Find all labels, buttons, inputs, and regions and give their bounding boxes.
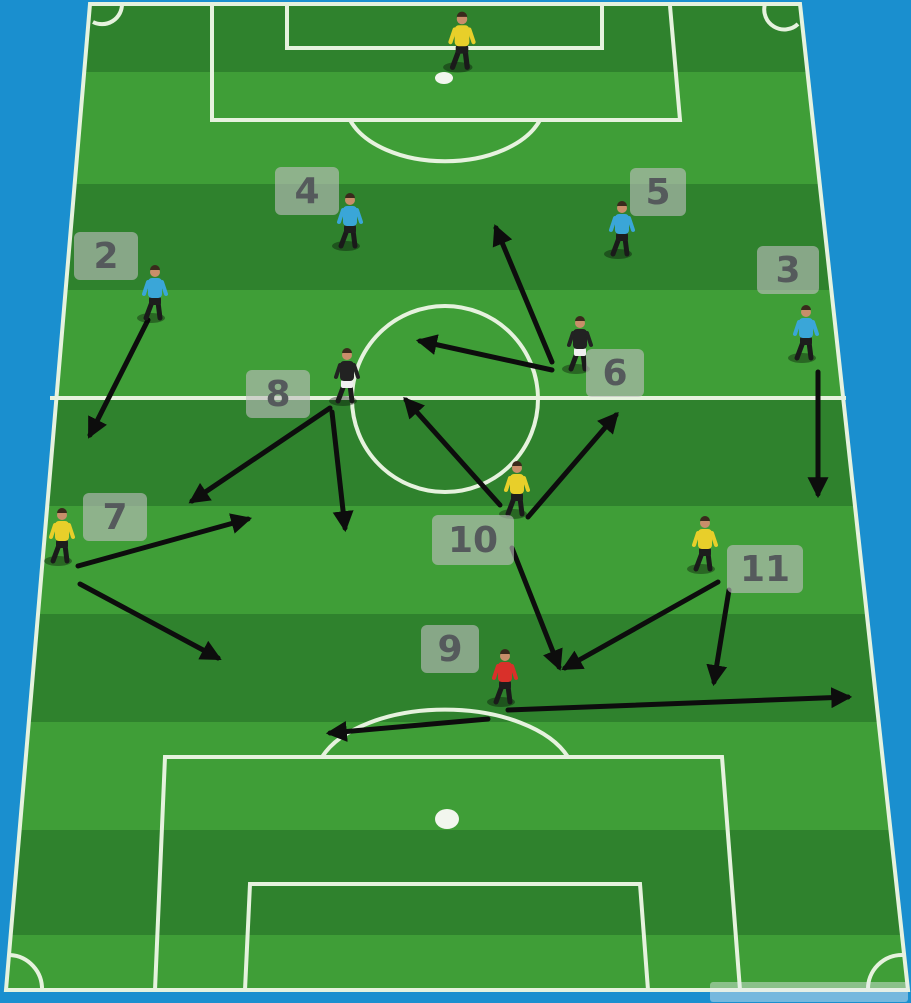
player-blue-5 [604, 201, 635, 259]
corner-arc-bottom-left [9, 953, 45, 991]
player-label-7: 7 [83, 493, 147, 541]
player-label-9: 9 [421, 625, 479, 673]
top-penalty-spot [435, 72, 453, 84]
arrow-9-left [325, 716, 491, 742]
player-yellow-7 [44, 508, 75, 566]
arrow-7-down [77, 581, 222, 661]
player-label-11: 11 [727, 545, 803, 593]
grass-stripe [6, 398, 908, 506]
player-label-4: 4 [275, 167, 339, 215]
corner-arc-bottom-right [865, 952, 904, 991]
player-label-6: 6 [586, 349, 644, 397]
player-red-9 [487, 649, 518, 707]
player-label-5: 5 [630, 168, 686, 216]
bottom-penalty-box [153, 755, 742, 991]
player-black-6 [562, 316, 593, 374]
bottom-penalty-spot [435, 809, 459, 829]
arrow-8-left [188, 405, 333, 504]
grass-stripe [6, 72, 908, 184]
arrow-10-up [525, 411, 619, 520]
player-label-3: 3 [757, 246, 819, 294]
arrow-2-run [87, 317, 151, 439]
pitch-markings [9, 3, 904, 991]
top-goal-area [285, 6, 604, 50]
watermark [710, 982, 908, 1002]
player-label-8: 8 [246, 370, 310, 418]
player-label-10: 10 [432, 515, 514, 565]
players [44, 11, 819, 707]
player-label-2: 2 [74, 232, 138, 280]
movement-arrows [75, 224, 853, 742]
corner-arc-top-left [92, 3, 125, 27]
player-black-8 [329, 348, 360, 406]
player-blue-2 [137, 265, 168, 323]
arrow-10-back [403, 396, 503, 508]
arrow-6-left [415, 334, 555, 373]
grass-stripes [6, 4, 908, 990]
player-blue-3 [788, 305, 819, 363]
arrow-9-right [505, 687, 853, 713]
arrow-10-down [509, 545, 563, 671]
top-penalty-box [210, 5, 683, 122]
touchline [3, 2, 911, 992]
corner-arc-top-right [762, 3, 800, 32]
bottom-goal-area [243, 882, 650, 991]
player-yellow-11 [687, 516, 718, 574]
grass-stripe [6, 722, 908, 830]
arrow-8-down [329, 409, 354, 533]
player-keeper [443, 11, 476, 73]
arrow-11-run [706, 587, 732, 687]
player-blue-4 [332, 193, 363, 251]
top-penalty-arc [348, 119, 542, 164]
spots [435, 72, 459, 829]
arrow-7-inside [75, 513, 253, 569]
arrow-6-forward [492, 224, 555, 365]
arrow-11-pass [561, 579, 721, 671]
